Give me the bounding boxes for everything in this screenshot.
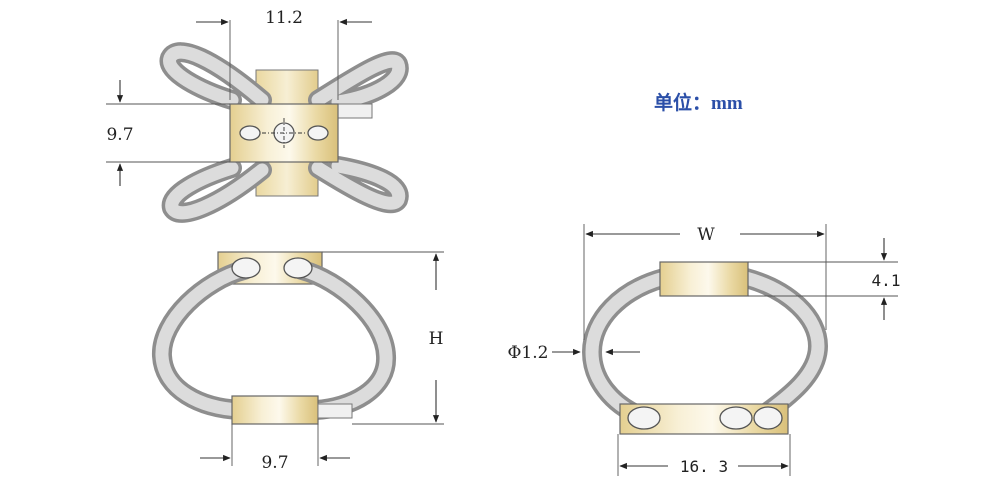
front-view: H 9.7: [152, 251, 444, 473]
front-view-stub: [317, 403, 353, 419]
side-view-hole-mid: [719, 406, 753, 430]
dim-side-plate-height: 4.1: [872, 271, 901, 290]
top-view-stub: [337, 103, 373, 119]
dim-side-width: W: [697, 225, 715, 245]
dim-front-height: H: [429, 329, 444, 349]
front-view-hole-left: [231, 257, 261, 279]
dim-top-height: 9.7: [106, 125, 133, 145]
side-view-hole-left: [627, 406, 661, 430]
dim-wire-diameter: Φ1.2: [508, 343, 549, 363]
front-view-bottom-plate: [231, 395, 319, 425]
dim-front-bottom-width: 9.7: [261, 453, 288, 473]
side-view: W 4.1 Φ1.2 16. 3: [508, 224, 901, 476]
top-view-hole-right: [307, 125, 329, 141]
dim-side-bottom-width: 16. 3: [680, 457, 728, 476]
side-view-hole-right: [753, 406, 783, 430]
dim-top-width: 11.2: [265, 8, 303, 28]
front-view-hole-right: [283, 257, 313, 279]
top-view-hole-left: [239, 125, 261, 141]
side-view-top-plate: [659, 261, 749, 297]
unit-label: 单位：mm: [654, 91, 743, 114]
top-view-loops: [159, 42, 409, 223]
top-view: 11.2 9.7: [106, 8, 409, 223]
